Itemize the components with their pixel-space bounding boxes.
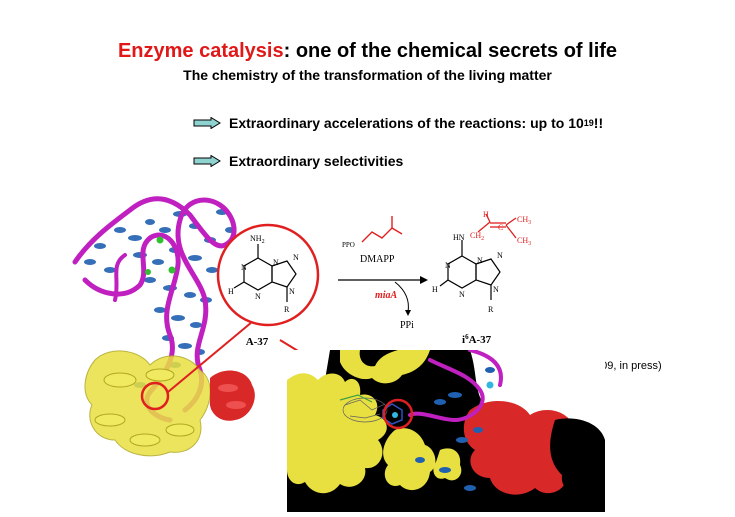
miaa-enzyme-cartoon [84, 350, 211, 457]
product-amine: HN [453, 233, 465, 242]
bullet-text: Extraordinary accelerations of the react… [229, 115, 584, 131]
partner-protein-cartoon [209, 370, 255, 421]
ring-atom-n: N [445, 261, 451, 270]
amine-label: NH2 [250, 234, 265, 245]
reaction-arrow [338, 276, 428, 316]
product-structure [439, 240, 501, 300]
arrow-bullet-icon [193, 155, 221, 167]
trna-structure [72, 196, 237, 423]
ch2-label: CH2 [470, 231, 484, 242]
byproduct-label: PPi [400, 320, 414, 331]
ring-atom-h: H [432, 285, 438, 294]
ch3-label-b: CH3 [517, 236, 531, 247]
adenine-structure [233, 244, 297, 302]
ring-atom-n: N [289, 287, 295, 296]
product-label: i6A-37 [462, 333, 492, 346]
ring-atom-n: N [255, 292, 261, 301]
bullet-suffix: !! [593, 115, 604, 131]
arrow-bullet-icon [193, 117, 221, 129]
ring-atom-h: H [228, 287, 234, 296]
bullet-exponent: 19 [583, 118, 594, 128]
title-highlight: Enzyme catalysis [117, 40, 284, 62]
magnifier-circle [216, 223, 320, 327]
title-rest: : one of the chemical secrets of life [283, 40, 618, 62]
ring-atom-n: N [293, 253, 299, 262]
zoom-connector [167, 321, 253, 393]
enzyme-name: miaA [375, 290, 398, 301]
bullet-acceleration: Extraordinary accelerations of the react… [193, 115, 603, 131]
ring-atom-n: N [273, 258, 279, 267]
c-label: C [498, 223, 503, 232]
ring-atom-n: N [497, 251, 503, 260]
active-site-marker [140, 381, 170, 411]
ring-atom-r: R [488, 305, 494, 314]
bullet-selectivity: Extraordinary selectivities [193, 153, 403, 169]
h-label: H [483, 210, 489, 219]
bullet-text: Extraordinary selectivities [229, 153, 404, 169]
reagent-group: PPO [342, 241, 355, 249]
ring-atom-n: N [241, 263, 247, 272]
product-side-chain [477, 213, 517, 239]
ring-atom-n: N [459, 290, 465, 299]
ring-atom-n: N [493, 285, 499, 294]
reagent-name: DMAPP [360, 254, 395, 265]
slide-title: Enzyme catalysis: one of the chemical se… [0, 40, 735, 63]
substrate-label: A-37 [246, 336, 269, 348]
ch3-label-a: CH3 [517, 215, 531, 226]
active-site-zoom [287, 350, 605, 512]
slide-subtitle: The chemistry of the transformation of t… [183, 67, 552, 83]
active-site-zoom-marker [382, 398, 414, 430]
dmapp-structure [361, 216, 403, 243]
ring-atom-r: R [284, 305, 290, 314]
ring-atom-n: N [477, 256, 483, 265]
